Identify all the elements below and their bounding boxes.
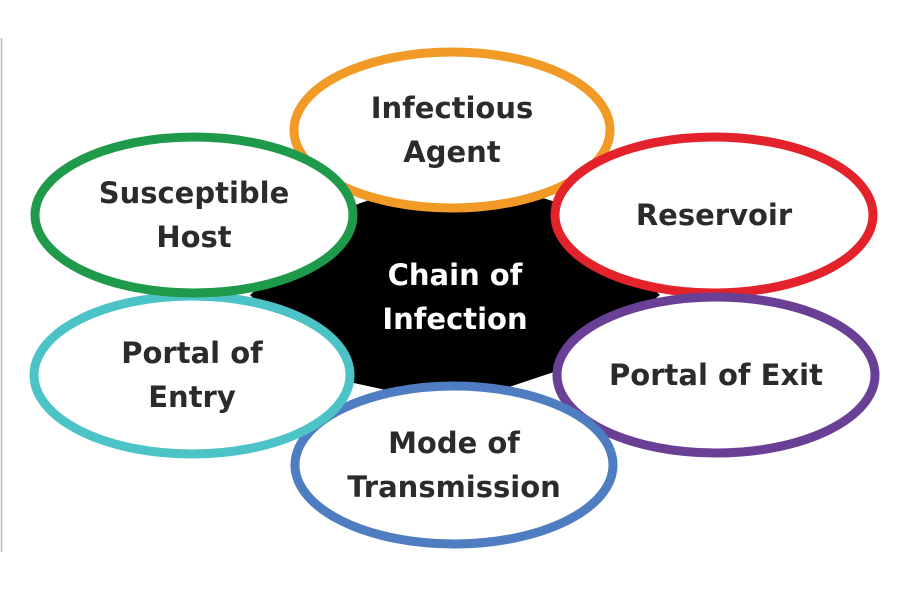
node-mode-of-transmission: Mode of Transmission — [290, 381, 618, 549]
node-portal-of-exit: Portal of Exit — [552, 292, 880, 458]
infectious-agent-label-line: Agent — [403, 135, 501, 169]
reservoir-label-line: Reservoir — [636, 198, 793, 232]
mode-of-transmission-ellipse — [290, 381, 618, 549]
portal-of-entry-label-line: Entry — [148, 380, 236, 414]
infectious-agent-ellipse — [289, 47, 615, 213]
mode-of-transmission-label-line: Transmission — [347, 470, 561, 504]
portal-of-entry-label-line: Portal of — [121, 336, 263, 370]
susceptible-host-ellipse — [30, 132, 358, 298]
center-label-line: Infection — [382, 302, 527, 336]
susceptible-host-label-line: Susceptible — [99, 176, 290, 210]
susceptible-host-label-line: Host — [156, 220, 231, 254]
mode-of-transmission-label-line: Mode of — [388, 426, 520, 460]
infectious-agent-label-line: Infectious — [371, 91, 534, 125]
center-label-line: Chain of — [388, 258, 523, 292]
portal-of-entry-ellipse — [29, 291, 355, 459]
node-reservoir: Reservoir — [550, 132, 878, 298]
node-portal-of-entry: Portal of Entry — [29, 291, 355, 459]
portal-of-exit-label-line: Portal of Exit — [609, 358, 823, 392]
portal-of-exit-ellipse — [552, 292, 880, 458]
